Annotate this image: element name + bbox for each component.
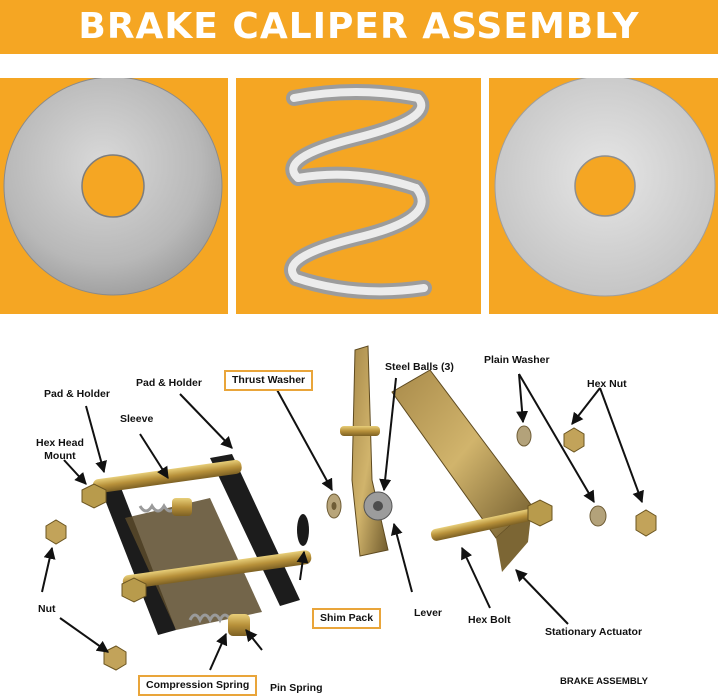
label-lever: Lever bbox=[414, 607, 443, 619]
label-hex-head-mount: Hex Head Mount bbox=[36, 437, 84, 462]
label-plain-washer: Plain Washer bbox=[484, 354, 550, 366]
title-bar: BRAKE CALIPER ASSEMBLY bbox=[0, 0, 718, 54]
label-sleeve: Sleeve bbox=[120, 413, 154, 425]
coil-spring-icon bbox=[284, 84, 432, 300]
label-compression-spring: Compression Spring bbox=[138, 675, 258, 696]
page-title: BRAKE CALIPER ASSEMBLY bbox=[78, 6, 640, 47]
brake-assembly-diagram bbox=[41, 345, 657, 671]
label-pin-spring: Pin Spring bbox=[270, 682, 323, 694]
label-pad-holder-left: Pad & Holder bbox=[44, 388, 110, 400]
label-hex-bolt: Hex Bolt bbox=[468, 614, 511, 626]
small-springs bbox=[138, 503, 232, 624]
label-pad-holder-right: Pad & Holder bbox=[136, 377, 202, 389]
lever bbox=[340, 345, 393, 557]
flat-washer-icon bbox=[3, 76, 223, 296]
label-nut: Nut bbox=[38, 603, 56, 615]
label-steel-balls: Steel Balls (3) bbox=[385, 361, 454, 373]
panel-coil-spring bbox=[236, 78, 481, 314]
label-stationary-actuator: Stationary Actuator bbox=[545, 626, 643, 638]
plain-washer-icon bbox=[494, 75, 716, 297]
label-hex-nut: Hex Nut bbox=[587, 378, 627, 390]
panel-flat-washer bbox=[0, 76, 228, 314]
caption-brake-assembly: BRAKE ASSEMBLY bbox=[560, 676, 648, 687]
panel-plain-washer bbox=[489, 75, 718, 314]
stationary-actuator bbox=[391, 369, 553, 572]
label-shim-pack: Shim Pack bbox=[312, 608, 382, 629]
label-thrust-washer: Thrust Washer bbox=[224, 370, 314, 391]
